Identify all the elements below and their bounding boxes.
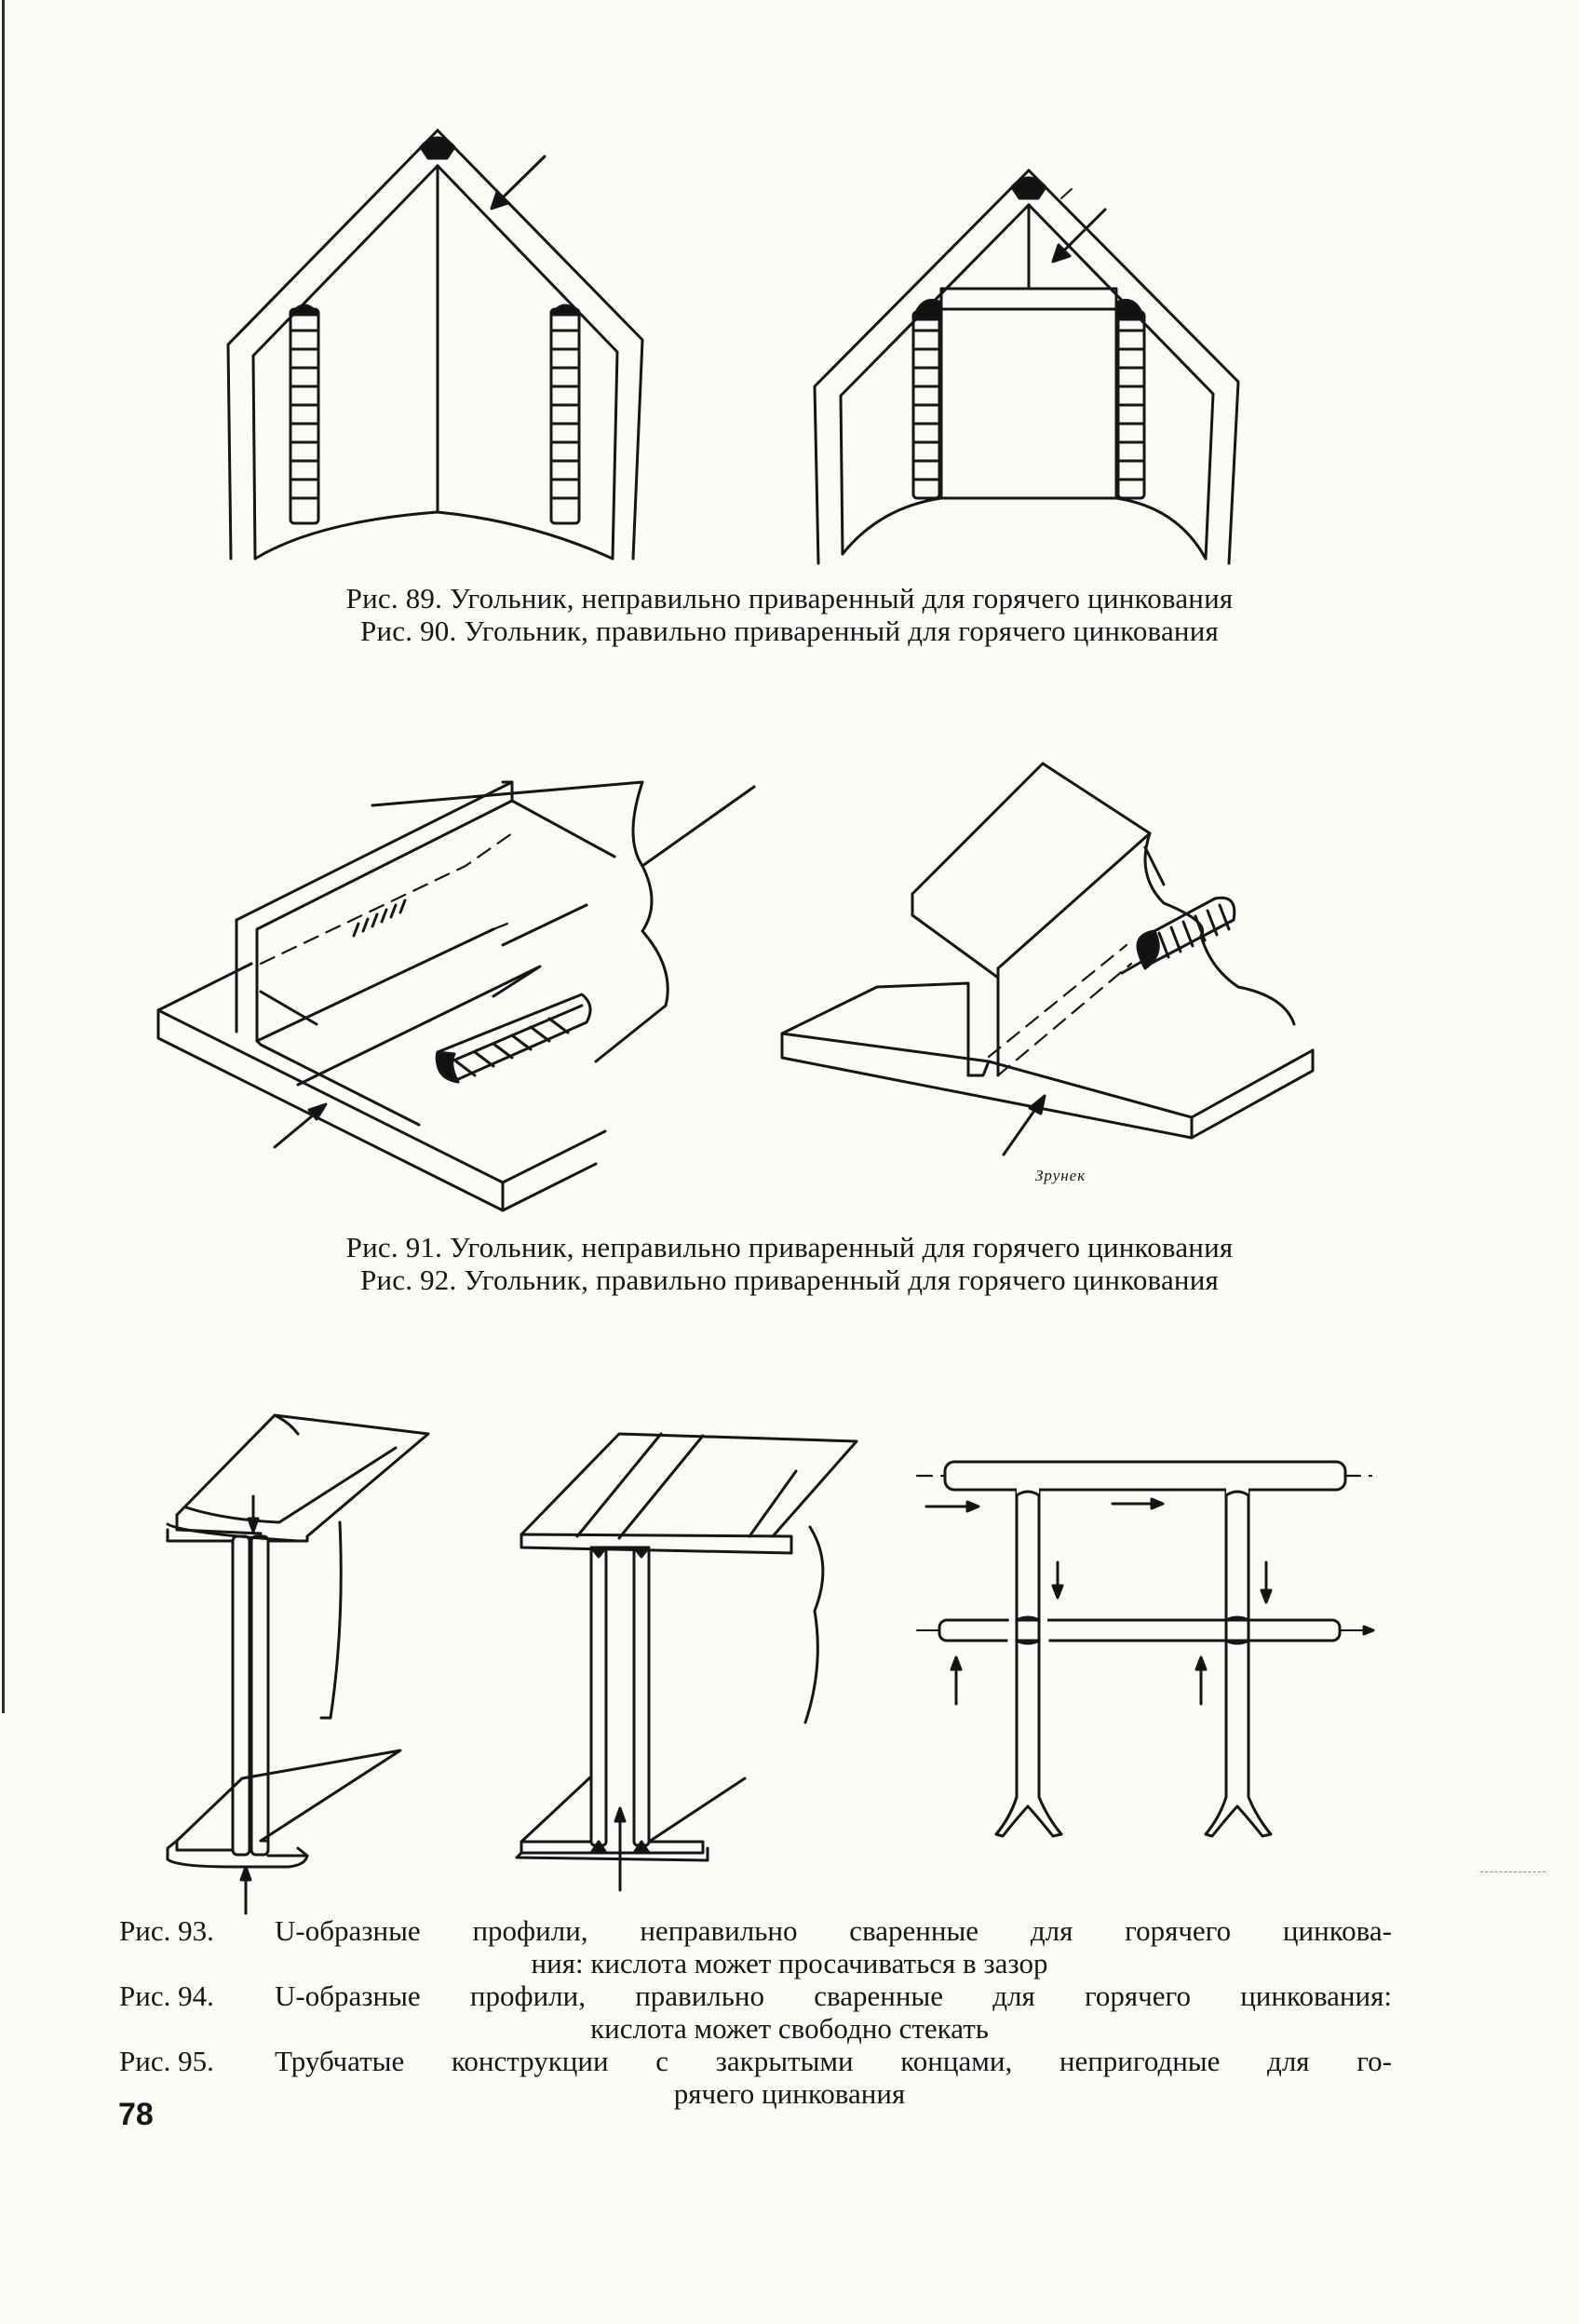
- caption-fig-93-line2: ния: кислота может просачиваться в зазор: [531, 1947, 1048, 1979]
- caption-fig-90: Рис. 90. Угольник, правильно приваренный…: [360, 615, 1219, 647]
- caption-fig-94-line2: кислота может свободно стекать: [590, 2012, 989, 2045]
- figure-94-u-profiles-correct: [515, 1432, 858, 1892]
- figure-89-angle-incorrect: [226, 128, 644, 561]
- page-number: 78: [118, 2097, 154, 2132]
- scan-artifact: [1480, 1871, 1545, 1873]
- caption-fig-94-label: Рис. 94.: [119, 1979, 214, 2012]
- caption-fig-93-line1: U-образные профили, неправильно сваренны…: [275, 1914, 1392, 1947]
- figure-93-u-profiles-incorrect: [166, 1413, 430, 1915]
- caption-fig-93-label: Рис. 93.: [119, 1914, 214, 1947]
- scan-binding-edge: [2, 0, 5, 1713]
- figure-91-angle-on-plate-incorrect: [156, 780, 756, 1212]
- caption-fig-94-line1: U-образные профили, правильно сваренные …: [275, 1979, 1392, 2012]
- caption-fig-91: Рис. 91. Угольник, неправильно приваренн…: [345, 1231, 1234, 1263]
- illustrator-signature: Зрунек: [1035, 1167, 1086, 1184]
- caption-fig-92: Рис. 92. Угольник, правильно приваренный…: [360, 1263, 1219, 1296]
- caption-fig-95-label: Рис. 95.: [119, 2045, 214, 2077]
- captions-figures-93-95: Рис. 93. U-образные профили, неправильно…: [0, 1914, 1579, 2110]
- caption-fig-95-line1: Трубчатые конструкции с закрытыми концам…: [275, 2045, 1392, 2077]
- figure-95-tubular-closed-ends: [915, 1460, 1375, 1838]
- caption-fig-95-line2: рячего цинкования: [673, 2077, 906, 2110]
- caption-fig-89: Рис. 89. Угольник, неправильно приваренн…: [345, 582, 1234, 615]
- figure-92-angle-on-plate-correct: [780, 762, 1315, 1156]
- figure-90-angle-correct: [813, 169, 1240, 565]
